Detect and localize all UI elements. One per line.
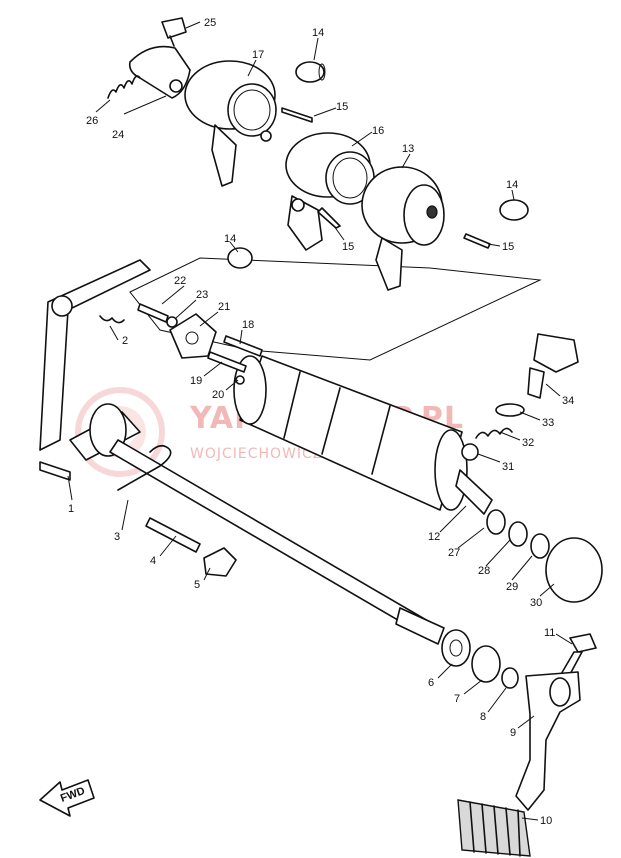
- callout-16: 16: [372, 125, 384, 137]
- shaft-washers: [441, 629, 519, 689]
- drum-stopper-parts: [461, 333, 579, 461]
- callout-10: 10: [540, 815, 552, 827]
- callout-1: 1: [68, 503, 74, 515]
- callout-26: 26: [86, 115, 98, 127]
- fwd-arrow: FWD: [39, 779, 95, 817]
- callout-31: 31: [502, 461, 514, 473]
- callout-33: 33: [542, 417, 554, 429]
- segment-plate-parts: [137, 303, 263, 385]
- callout-17: 17: [252, 49, 264, 61]
- stopper-lever-part: [107, 17, 191, 99]
- callout-13: 13: [402, 143, 414, 155]
- callout-14-top: 14: [312, 27, 324, 39]
- callout-5: 5: [194, 579, 200, 591]
- callout-15-b: 15: [502, 241, 514, 253]
- callout-12: 12: [428, 531, 440, 543]
- callout-4: 4: [150, 555, 156, 567]
- callout-6: 6: [428, 677, 434, 689]
- pedal-rubber-10: [457, 799, 531, 857]
- callout-15-a: 15: [336, 101, 348, 113]
- bolt-11: [559, 633, 597, 679]
- callout-7: 7: [454, 693, 460, 705]
- shift-fork-13: [361, 166, 445, 291]
- bolt-nut-4-5: [145, 517, 237, 577]
- callout-27: 27: [448, 547, 460, 559]
- callout-19: 19: [190, 375, 202, 387]
- callout-22: 22: [174, 275, 186, 287]
- callout-25: 25: [204, 17, 216, 29]
- callout-32: 32: [522, 437, 534, 449]
- callout-14-right: 14: [506, 179, 518, 191]
- callout-3: 3: [114, 531, 120, 543]
- callout-9: 9: [510, 727, 516, 739]
- callout-34: 34: [562, 395, 574, 407]
- shift-fork-17: [184, 60, 277, 187]
- callout-11: 11: [544, 627, 555, 639]
- callout-24: 24: [112, 129, 124, 141]
- callout-18: 18: [242, 319, 254, 331]
- shift-pedal-9: [515, 671, 581, 811]
- callout-30: 30: [530, 597, 542, 609]
- shift-shaft-assembly: [39, 259, 445, 645]
- shift-fork-16: [285, 132, 375, 251]
- callout-29: 29: [506, 581, 518, 593]
- shift-drum-12: [233, 355, 493, 515]
- callout-labels: 25 14 17 15 16 13 14 15 15 14 24 26 22 2…: [68, 17, 574, 827]
- leader-lines: [67, 21, 573, 821]
- callout-15-c: 15: [342, 241, 354, 253]
- callout-14-left: 14: [224, 233, 236, 245]
- callout-2: 2: [122, 335, 128, 347]
- callout-28: 28: [478, 565, 490, 577]
- callout-20: 20: [212, 389, 224, 401]
- end-washers-cap: [486, 509, 603, 603]
- callout-21: 21: [218, 301, 230, 313]
- callout-8: 8: [480, 711, 486, 723]
- callout-23: 23: [196, 289, 208, 301]
